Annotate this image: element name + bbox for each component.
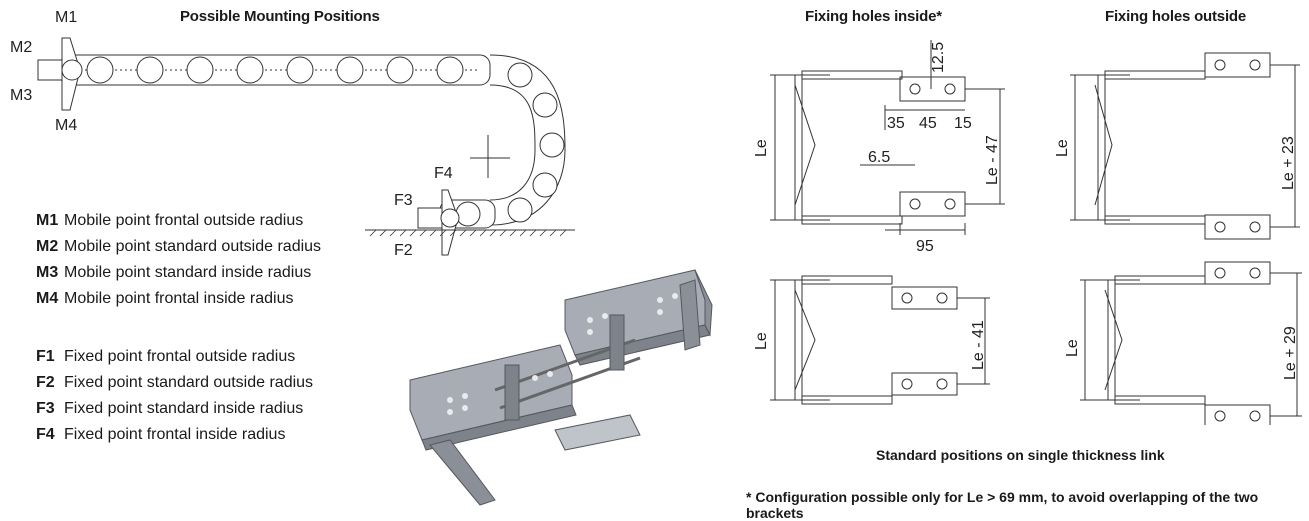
dim-12-5: 12.5 (930, 42, 947, 73)
inside-title: Fixing holes inside* (805, 8, 942, 25)
dim-95: 95 (916, 238, 934, 255)
label-f4: F4 (434, 165, 453, 182)
footnote: * Configuration possible only for Le > 6… (746, 489, 1259, 521)
standard-positions-caption: Standard positions on single thickness l… (876, 447, 1165, 463)
label-m3: M3 (10, 87, 32, 104)
label-f2: F2 (394, 242, 413, 259)
outside-title: Fixing holes outside (1105, 8, 1247, 25)
mounting-title: Possible Mounting Positions (180, 8, 380, 25)
fixing-drawings: Le 12.5 35 45 15 Le - 47 6.5 95 Le Le + … (753, 40, 1302, 425)
dim-le-outside-top: Le (1054, 139, 1071, 157)
dim-le-minus-47: Le - 47 (984, 135, 1001, 185)
label-m2: M2 (10, 39, 32, 56)
dim-35: 35 (887, 115, 905, 132)
dim-6-5: 6.5 (868, 149, 890, 166)
label-m4: M4 (55, 117, 77, 134)
dim-le-inside-top: Le (753, 139, 770, 157)
dim-le-plus-23: Le + 23 (1280, 136, 1297, 190)
label-m1: M1 (55, 9, 77, 26)
dim-le-inside-bottom: Le (753, 332, 770, 350)
label-f3: F3 (394, 192, 413, 209)
dim-le-outside-bottom: Le (1064, 339, 1081, 357)
dim-15: 15 (954, 115, 972, 132)
bracket-3d-illustration (409, 269, 713, 506)
dim-le-minus-41: Le - 41 (970, 320, 987, 370)
dim-le-plus-29: Le + 29 (1282, 326, 1299, 380)
chain-diagram: M1 M2 M3 M4 F4 F3 F2 F1 (10, 9, 575, 259)
dim-45: 45 (919, 115, 937, 132)
